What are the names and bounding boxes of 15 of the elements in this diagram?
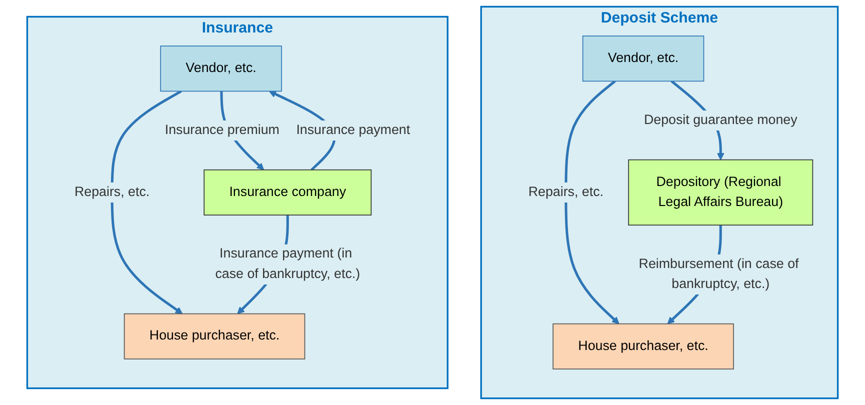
- edge-label: Insurance premium: [164, 123, 280, 138]
- node-box: House purchaser, etc.: [552, 323, 734, 370]
- node-box: House purchaser, etc.: [124, 313, 306, 360]
- node-box: Vendor, etc.: [582, 36, 704, 82]
- arrow: [564, 80, 620, 324]
- edge-label: Repairs, etc.: [74, 184, 150, 200]
- edge-label: Insurance payment (in case of bankruptcy, etc.): [215, 246, 360, 282]
- node-box: Vendor, etc.: [160, 46, 282, 92]
- edge-label: Reimbursement (in case of bankruptcy, etc.): [638, 256, 799, 292]
- edge-label: Repairs, etc.: [528, 184, 604, 200]
- node-box: Depository (Regional Legal Affairs Bureau): [628, 159, 814, 226]
- node-box: Insurance company: [204, 169, 372, 216]
- edge-label: Insurance payment: [296, 123, 410, 138]
- arrow: [110, 90, 183, 314]
- edge-label: Deposit guarantee money: [644, 112, 798, 128]
